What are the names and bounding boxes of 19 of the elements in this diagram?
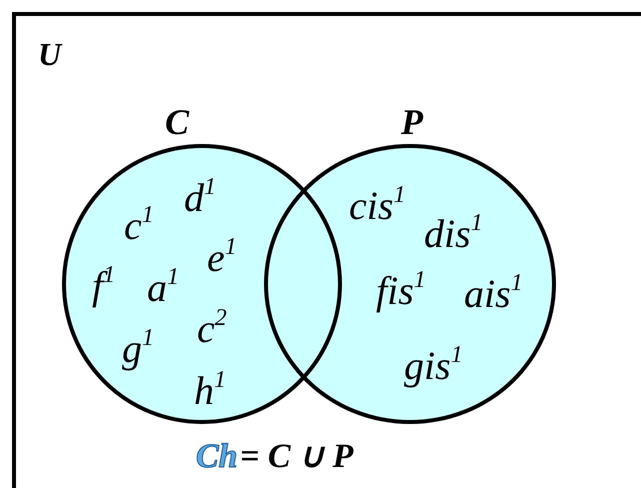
union-formula: = C ∪ P	[240, 440, 354, 474]
element-label: dis$^{1}$	[424, 214, 483, 254]
element-label: fis$^{1}$	[376, 271, 426, 311]
universe-label: U	[38, 38, 62, 70]
element-label: ais$^{1}$	[464, 274, 523, 314]
set-name: C	[165, 104, 190, 140]
element-label: c$^{1}$	[124, 206, 154, 246]
universe-frame	[12, 12, 641, 488]
element-label: a$^{1}$	[147, 268, 179, 308]
element-label: g$^{1}$	[122, 329, 154, 369]
set-symbol: Ch	[196, 440, 238, 474]
set-name: P	[401, 104, 423, 140]
element-label: f$^{1}$	[92, 266, 116, 306]
element-label: cis$^{1}$	[349, 186, 406, 226]
element-label: e$^{1}$	[207, 238, 237, 278]
element-label: h$^{1}$	[194, 371, 226, 411]
element-label: c$^{2}$	[197, 309, 227, 349]
element-label: gis$^{1}$	[404, 346, 463, 386]
element-label: d$^{1}$	[184, 178, 216, 218]
